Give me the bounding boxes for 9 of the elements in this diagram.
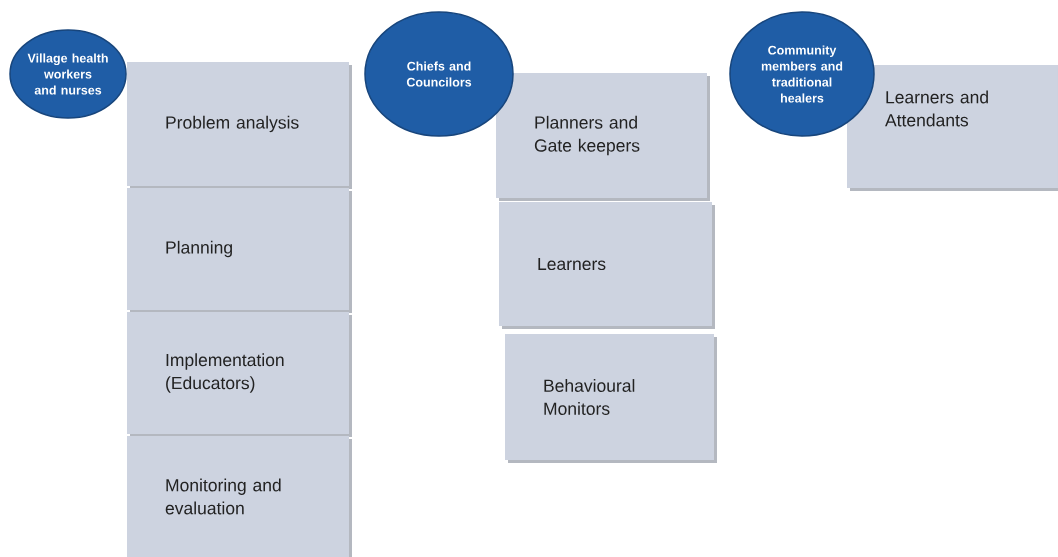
text-box: Learners and Attendants (847, 65, 1058, 191)
text-box: Problem analysis (127, 62, 352, 189)
text-box: Planners and Gate keepers (496, 73, 710, 201)
text-box: Planning (127, 188, 352, 313)
text-box: Implementation (Educators) (127, 312, 352, 437)
text-box: Monitoring and evaluation (127, 436, 352, 557)
text-box: Learners (499, 202, 715, 329)
text-box: Behavioural Monitors (505, 334, 717, 463)
node-label: Implementation (Educators) (166, 353, 284, 393)
